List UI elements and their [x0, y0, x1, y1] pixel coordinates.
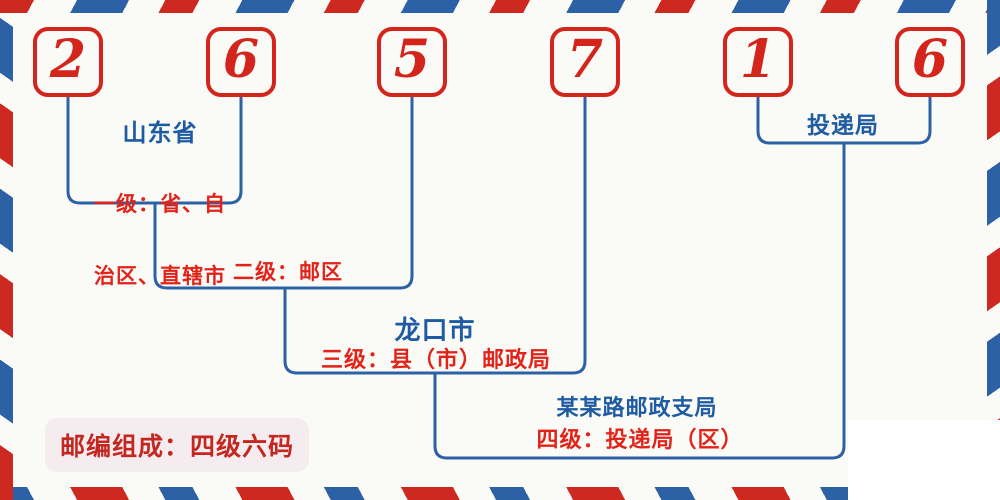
border-bottom-stripes [0, 487, 1000, 500]
border-left-stripes [0, 0, 13, 500]
corner-white-mask [848, 420, 1000, 500]
footnote-badge: 邮编组成：四级六码 [45, 418, 310, 472]
digit-4: 7 [566, 29, 604, 90]
digit-box-6: 6 [895, 27, 965, 97]
digit-6: 6 [911, 29, 949, 90]
level4-place-label: 某某路邮政支局 [556, 396, 718, 421]
digit-box-4: 7 [550, 27, 620, 97]
digit-5: 1 [739, 29, 777, 90]
digit-box-2: 6 [206, 27, 276, 97]
level1-place-label: 山东省 [122, 119, 198, 147]
digit-box-3: 5 [377, 27, 447, 97]
digit-box-1: 2 [33, 27, 103, 97]
level3-desc-label: 三级：县（市）邮政局 [320, 348, 552, 373]
digit-1: 2 [49, 29, 87, 90]
border-top-stripes [0, 0, 1000, 13]
level2-desc-label: 二级：邮区 [233, 260, 343, 284]
digit-box-5: 1 [723, 27, 793, 97]
digit-2: 6 [222, 29, 260, 90]
level1-desc-line1: 一级：省、自 [94, 192, 226, 216]
footnote-text: 邮编组成：四级六码 [60, 432, 295, 461]
digit-3: 5 [393, 29, 431, 90]
level1-desc-line2: 治区、直辖市 [94, 264, 226, 288]
border-right-stripes [987, 0, 1000, 500]
level1-desc-label: 一级：省、自 治区、直辖市 [94, 144, 226, 336]
level4-desc-label: 四级：投递局（区） [536, 428, 744, 453]
delivery-office-label: 投递局 [807, 113, 879, 139]
